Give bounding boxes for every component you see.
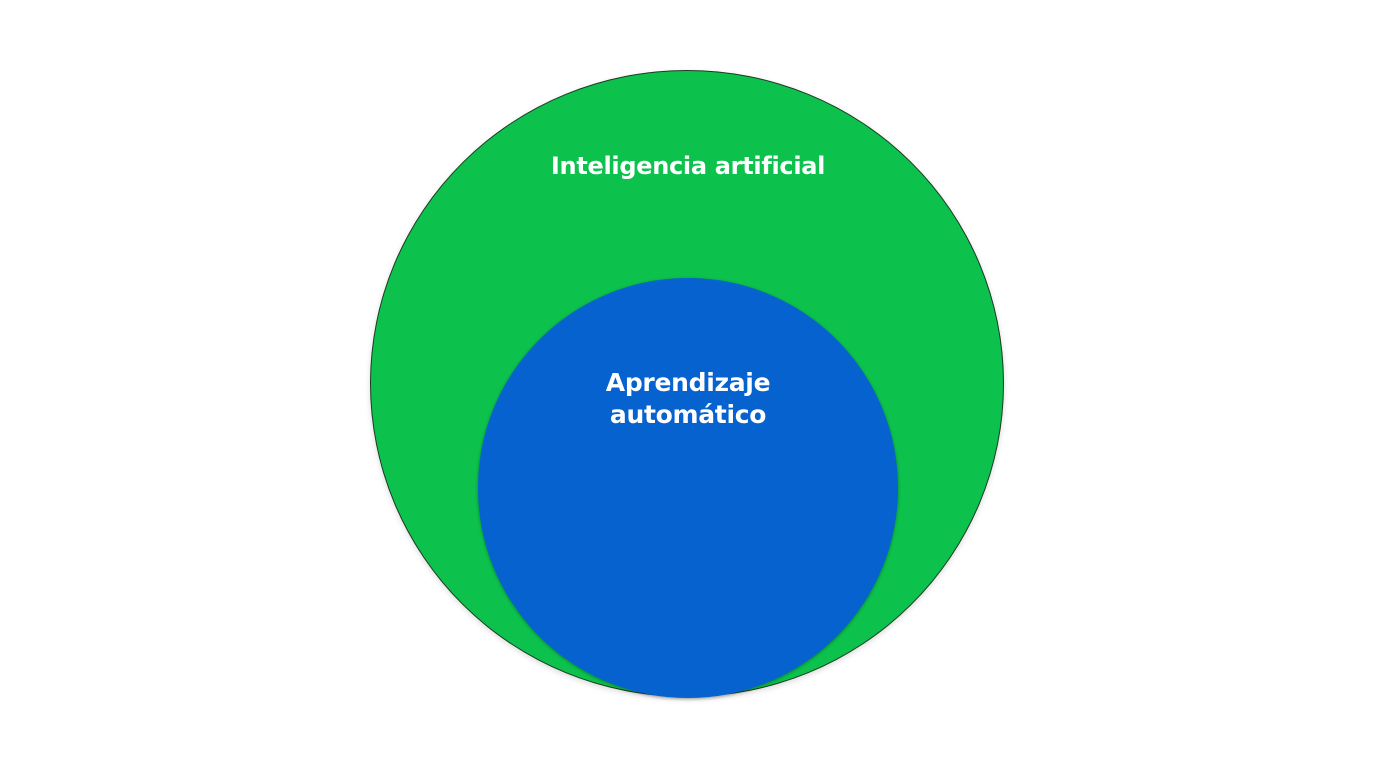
inner-circle-label: Aprendizaje automático	[0, 367, 1376, 431]
inner-label-line2: automático	[609, 400, 767, 429]
inner-circle-machine-learning	[478, 278, 898, 698]
outer-circle-label: Inteligencia artificial	[550, 152, 826, 180]
inner-label-line1: Aprendizaje	[605, 368, 771, 397]
